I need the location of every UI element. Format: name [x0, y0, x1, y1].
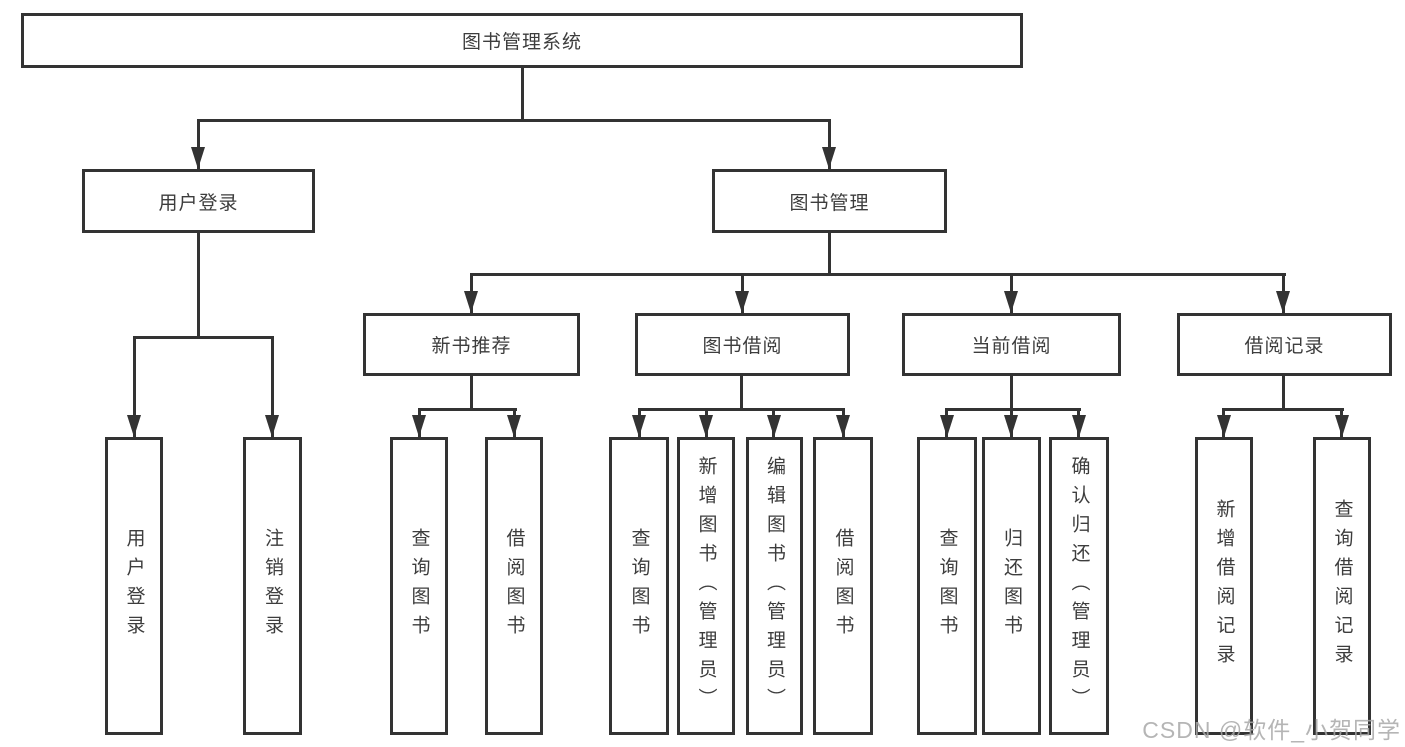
leaf-bb-query-book: 查询图书 — [609, 437, 669, 735]
node-root: 图书管理系统 — [21, 13, 1023, 68]
leaf-bb-query-book-label: 查询图书 — [628, 528, 650, 644]
leaf-br-add-record-label: 新增借阅记录 — [1213, 499, 1235, 673]
leaf-logout-label: 注销登录 — [262, 528, 283, 644]
node-new-book-recommend: 新书推荐 — [363, 313, 580, 376]
arrowhead-user-login — [191, 147, 205, 169]
connector-to-leaf-login — [133, 336, 136, 437]
connector-br-stem — [1282, 376, 1285, 410]
arrowhead-cb-return — [1004, 415, 1018, 437]
leaf-cb-query-book: 查询图书 — [917, 437, 977, 735]
arrowhead-bb-borrow — [836, 415, 850, 437]
node-current-borrow-label: 当前借阅 — [971, 336, 1052, 357]
arrowhead-book-management — [822, 147, 836, 169]
arrowhead-cb-query — [940, 415, 954, 437]
csdn-watermark: CSDN @软件_小贺同学 — [1142, 717, 1401, 743]
leaf-nbr-borrow-book: 借阅图书 — [485, 437, 543, 735]
connector-book-management-stem — [828, 233, 831, 275]
leaf-br-add-record: 新增借阅记录 — [1195, 437, 1253, 735]
connector-nbr-stem — [470, 376, 473, 410]
arrowhead-bb-add — [699, 415, 713, 437]
arrowhead-borrow-records — [1276, 291, 1290, 313]
connector-br-crossbar — [1222, 408, 1344, 411]
connector-user-login-stem — [197, 233, 200, 338]
leaf-cb-confirm-return-admin: 确认归还（管理员） — [1049, 437, 1109, 735]
node-book-management: 图书管理 — [712, 169, 947, 233]
leaf-bb-add-book-admin-label: 新增图书（管理员） — [695, 455, 717, 717]
leaf-cb-return-book-label: 归还图书 — [1001, 528, 1022, 644]
connector-bb-crossbar — [638, 408, 845, 411]
connector-to-user-login — [197, 119, 200, 169]
arrowhead-br-query — [1335, 415, 1349, 437]
connector-user-login-crossbar — [133, 336, 274, 339]
arrowhead-leaf-login — [127, 415, 141, 437]
node-new-book-recommend-label: 新书推荐 — [431, 336, 512, 357]
connector-root-stem — [521, 68, 524, 122]
connector-to-book-management — [828, 119, 831, 169]
leaf-nbr-query-book-label: 查询图书 — [408, 528, 430, 644]
arrowhead-br-add — [1217, 415, 1231, 437]
node-user-login-label: 用户登录 — [158, 192, 239, 214]
leaf-br-query-record: 查询借阅记录 — [1313, 437, 1371, 735]
leaf-bb-borrow-book: 借阅图书 — [813, 437, 873, 735]
leaf-nbr-borrow-book-label: 借阅图书 — [503, 528, 525, 644]
node-current-borrow: 当前借阅 — [902, 313, 1121, 376]
connector-root-crossbar — [197, 119, 831, 122]
arrowhead-current-borrow — [1004, 291, 1018, 313]
node-user-login: 用户登录 — [82, 169, 315, 233]
arrowhead-nbr-query — [412, 415, 426, 437]
arrowhead-cb-confirm — [1072, 415, 1086, 437]
leaf-cb-confirm-return-admin-label: 确认归还（管理员） — [1068, 455, 1090, 717]
leaf-user-login: 用户登录 — [105, 437, 163, 735]
connector-to-leaf-logout — [271, 336, 274, 437]
arrowhead-nbr-borrow — [507, 415, 521, 437]
connector-book-management-crossbar — [470, 273, 1286, 276]
arrowhead-leaf-logout — [265, 415, 279, 437]
leaf-br-query-record-label: 查询借阅记录 — [1331, 499, 1353, 673]
leaf-cb-query-book-label: 查询图书 — [936, 528, 958, 644]
leaf-bb-borrow-book-label: 借阅图书 — [832, 528, 854, 644]
connector-nbr-crossbar — [418, 408, 517, 411]
arrowhead-bb-query — [632, 415, 646, 437]
node-borrow-records: 借阅记录 — [1177, 313, 1392, 376]
connector-cb-stem — [1010, 376, 1013, 410]
arrowhead-new-book-recommend — [464, 291, 478, 313]
node-borrow-records-label: 借阅记录 — [1244, 336, 1325, 357]
leaf-nbr-query-book: 查询图书 — [390, 437, 448, 735]
node-book-borrow-label: 图书借阅 — [702, 336, 783, 357]
leaf-logout: 注销登录 — [243, 437, 302, 735]
leaf-cb-return-book: 归还图书 — [982, 437, 1041, 735]
connector-cb-crossbar — [945, 408, 1081, 411]
node-root-label: 图书管理系统 — [461, 32, 582, 53]
arrowhead-bb-edit — [767, 415, 781, 437]
leaf-bb-add-book-admin: 新增图书（管理员） — [677, 437, 735, 735]
leaf-bb-edit-book-admin: 编辑图书（管理员） — [746, 437, 803, 735]
node-book-management-label: 图书管理 — [789, 192, 870, 214]
leaf-bb-edit-book-admin-label: 编辑图书（管理员） — [764, 455, 785, 717]
leaf-user-login-label: 用户登录 — [123, 528, 145, 644]
arrowhead-book-borrow — [735, 291, 749, 313]
connector-bb-stem — [740, 376, 743, 410]
node-book-borrow: 图书借阅 — [635, 313, 850, 376]
